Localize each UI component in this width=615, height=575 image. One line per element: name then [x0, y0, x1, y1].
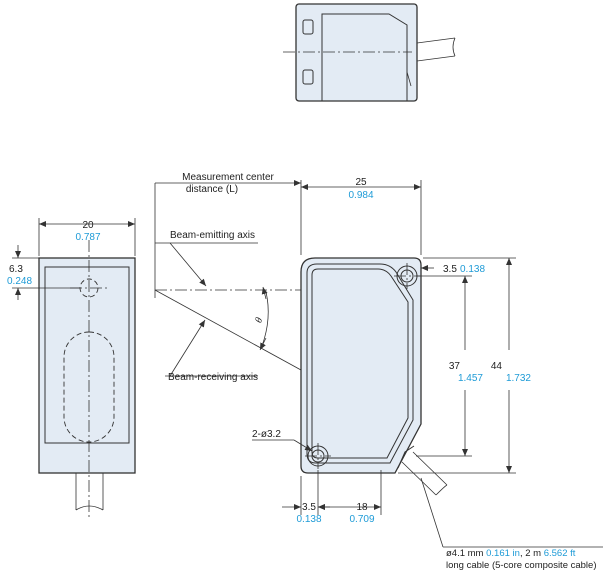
measurement-center-label: Measurement center: [182, 172, 274, 183]
height-mm: 44: [491, 361, 503, 372]
cable-spec: ø4.1 mm 0.161 in, 2 m 6.562 ft: [446, 548, 576, 559]
cable-length-ft: 6.562 ft: [544, 548, 576, 559]
cable-length-m: , 2 m: [520, 548, 544, 559]
top-view: [283, 3, 456, 102]
optical-axes: [154, 242, 302, 377]
beam-emitting-label: Beam-emitting axis: [170, 230, 255, 241]
beam-receiving-label: Beam-receiving axis: [168, 372, 258, 383]
front-offset-mm: 6.3: [9, 264, 23, 275]
hole-pitch-h-in: 0.709: [349, 514, 374, 525]
side-view: [154, 180, 603, 548]
hole-offset-in: 0.138: [460, 264, 485, 275]
cable-diameter-in: 0.161 in: [486, 548, 520, 559]
bottom-left-in: 0.138: [296, 514, 321, 525]
front-width-in: 0.787: [75, 232, 100, 243]
holes-label: 2-ø3.2: [252, 429, 281, 440]
bottom-left-mm: 3.5: [302, 502, 316, 513]
side-width-mm: 25: [355, 177, 367, 188]
front-width-mm: 20: [82, 220, 94, 231]
hole-offset-mm: 3.5: [443, 264, 457, 275]
hole-pitch-v-in: 1.457: [458, 373, 483, 384]
side-width-in: 0.984: [348, 190, 373, 201]
front-offset-in: 0.248: [7, 276, 32, 287]
hole-pitch-h-mm: 18: [356, 502, 368, 513]
hole-pitch-v-mm: 37: [449, 361, 461, 372]
front-view: [12, 218, 136, 520]
theta-label: θ: [253, 316, 265, 324]
distance-l-label: distance (L): [186, 184, 238, 195]
cable-diameter-mm: ø4.1 mm: [446, 548, 486, 559]
height-in: 1.732: [506, 373, 531, 384]
cable-description: long cable (5-core composite cable): [446, 560, 597, 571]
